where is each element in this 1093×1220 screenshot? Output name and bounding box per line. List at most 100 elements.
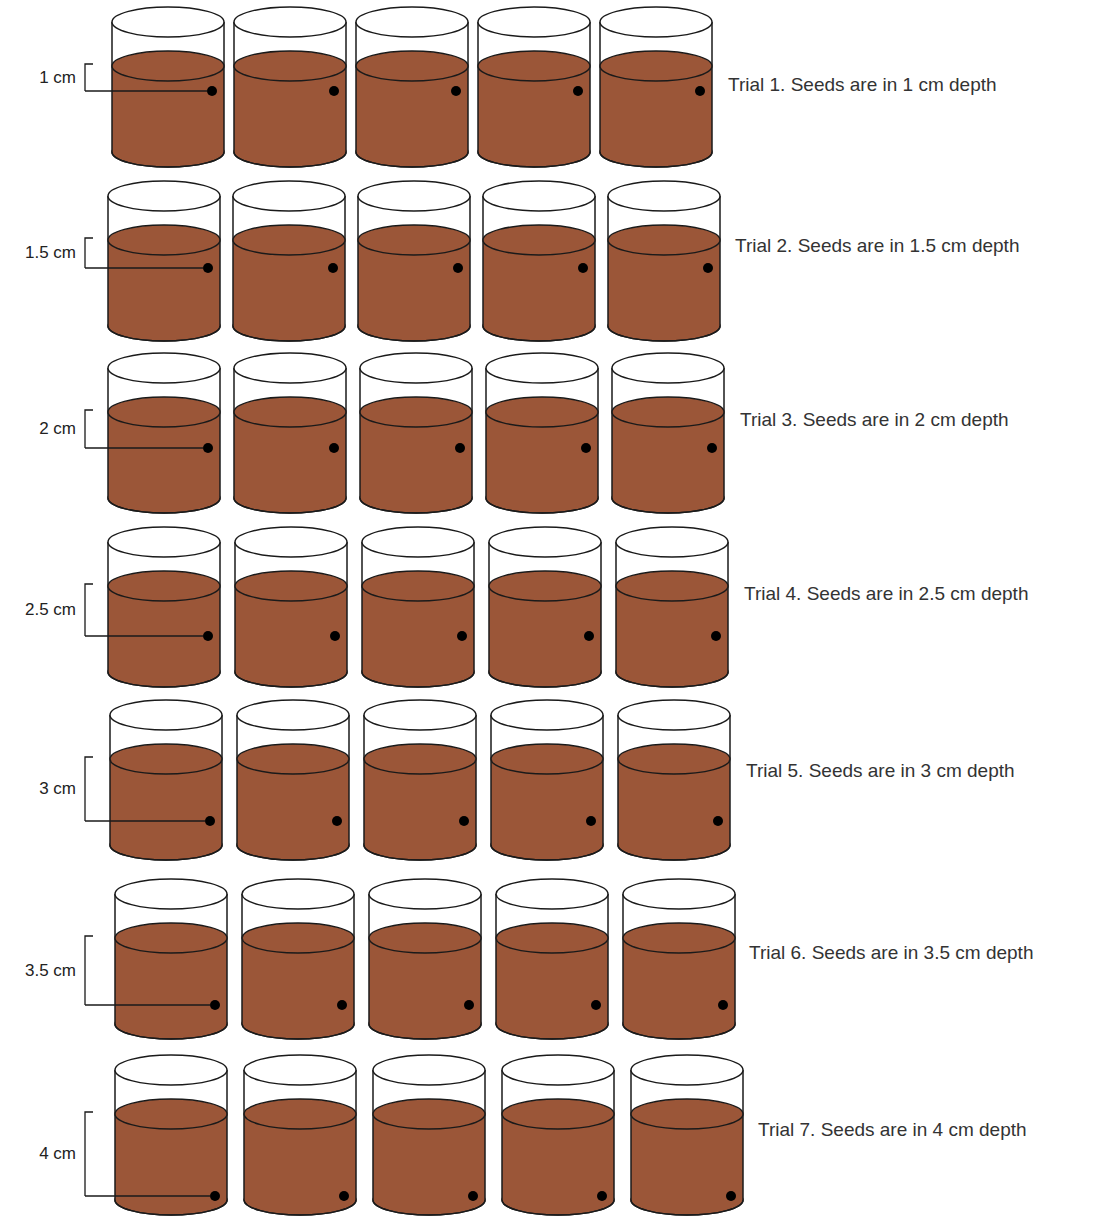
seed [573, 86, 583, 96]
seed [451, 86, 461, 96]
soil-surface [486, 397, 598, 427]
cup-side [742, 1070, 744, 1200]
cup-rim [108, 181, 220, 211]
cup-side [236, 715, 238, 845]
cup-bottom-rim [110, 845, 222, 860]
cup-side [495, 894, 497, 1024]
trial-label: Trial 4. Seeds are in 2.5 cm depth [744, 583, 1028, 605]
seed [332, 816, 342, 826]
soil-surface [608, 225, 720, 255]
seed [453, 263, 463, 273]
cup-rim [110, 700, 222, 730]
seed [695, 86, 705, 96]
trial-label: Trial 5. Seeds are in 3 cm depth [746, 760, 1015, 782]
cup-rim [358, 181, 470, 211]
soil-surface [478, 51, 590, 81]
cup-rim [108, 527, 220, 557]
cup-side [223, 22, 225, 152]
seed [203, 263, 213, 273]
cup-bottom-rim [360, 498, 472, 513]
cup-bottom-rim [491, 845, 603, 860]
depth-label: 2.5 cm [0, 600, 76, 620]
soil-surface [612, 397, 724, 427]
seed [718, 1000, 728, 1010]
cup-bottom-rim [612, 498, 724, 513]
seed [205, 816, 215, 826]
cup-side [372, 1070, 374, 1200]
seed [339, 1191, 349, 1201]
soil-surface [115, 923, 227, 953]
cup-side [630, 1070, 632, 1200]
seed [581, 443, 591, 453]
soil-surface [237, 744, 349, 774]
cup-side [473, 542, 475, 672]
cup-rim [237, 700, 349, 730]
cup-side [723, 368, 725, 498]
soil-surface [616, 571, 728, 601]
cup-rim [362, 527, 474, 557]
cup-side [469, 196, 471, 326]
cup-side [345, 368, 347, 498]
soil-surface [369, 923, 481, 953]
depth-label: 1 cm [0, 68, 76, 88]
soil-surface [373, 1099, 485, 1129]
cup-bottom-rim [483, 326, 595, 341]
cup-side [355, 22, 357, 152]
cup-rim [608, 181, 720, 211]
cup-side [361, 542, 363, 672]
cup-bottom-rim [496, 1024, 608, 1039]
soil-surface [360, 397, 472, 427]
soil-surface [358, 225, 470, 255]
seed [703, 263, 713, 273]
cup-rim [483, 181, 595, 211]
seed [713, 816, 723, 826]
cup-rim [616, 527, 728, 557]
cup-side [363, 715, 365, 845]
cup-rim [496, 879, 608, 909]
cup-rim [478, 7, 590, 37]
depth-bracket [85, 410, 93, 448]
cup-rim [235, 527, 347, 557]
cup-rim [360, 353, 472, 383]
cup-side [719, 196, 721, 326]
depth-leader [85, 90, 207, 91]
cup-side [368, 894, 370, 1024]
cup-side [622, 894, 624, 1024]
depth-label: 3.5 cm [0, 961, 76, 981]
cup-side [226, 894, 228, 1024]
cup-side [346, 542, 348, 672]
cup-rim [108, 353, 220, 383]
seed [207, 86, 217, 96]
cup-side [600, 542, 602, 672]
seed [330, 631, 340, 641]
cup-side [589, 22, 591, 152]
soil-surface [364, 744, 476, 774]
cup-side [226, 1070, 228, 1200]
seed [726, 1191, 736, 1201]
seed [711, 631, 721, 641]
cup-rim [369, 879, 481, 909]
cup-side [359, 368, 361, 498]
depth-bracket [85, 584, 93, 636]
cup-side [594, 196, 596, 326]
cup-bottom-rim [108, 326, 220, 341]
cup-side [219, 368, 221, 498]
cup-rim [486, 353, 598, 383]
cup-bottom-rim [502, 1200, 614, 1215]
soil-surface [108, 225, 220, 255]
trial-label: Trial 3. Seeds are in 2 cm depth [740, 409, 1009, 431]
cup-side [727, 542, 729, 672]
seed [459, 816, 469, 826]
seed [586, 816, 596, 826]
cup-rim [234, 7, 346, 37]
depth-leader [85, 1004, 210, 1005]
seed [203, 631, 213, 641]
cup-side [617, 715, 619, 845]
soil-surface [356, 51, 468, 81]
cup-rim [612, 353, 724, 383]
cup-side [355, 1070, 357, 1200]
depth-bracket [85, 64, 93, 91]
cup-bottom-rim [373, 1200, 485, 1215]
cup-side [348, 715, 350, 845]
soil-surface [362, 571, 474, 601]
